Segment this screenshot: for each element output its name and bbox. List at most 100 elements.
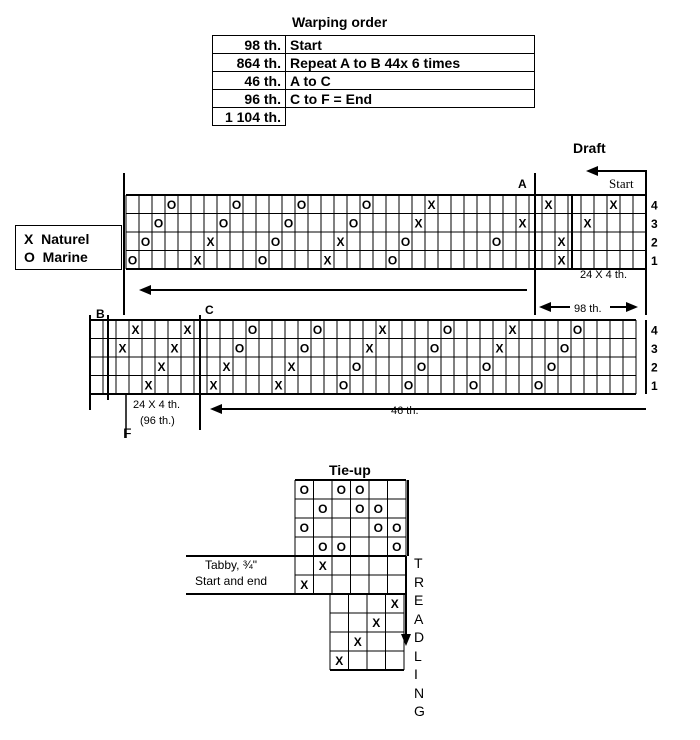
threading-cell: O <box>388 253 397 267</box>
threading-cell: X <box>414 216 422 230</box>
tabby-sublabel: Start and end <box>195 574 268 588</box>
tieup-cell: O <box>300 483 309 497</box>
threading-cell: X <box>274 378 282 392</box>
threading-cell: O <box>417 360 426 374</box>
treadle-cell: X <box>354 635 362 649</box>
tieup-cell: O <box>355 483 364 497</box>
threading-cell: O <box>284 216 293 230</box>
color-legend: X Naturel O Marine <box>15 225 122 270</box>
legend-symbol: X <box>24 231 34 247</box>
treadling-letter: L <box>414 647 422 664</box>
top-98-right-arrow-head <box>626 302 638 312</box>
table-row: 46 th. A to C <box>212 71 535 90</box>
legend-label: Naturel <box>41 231 90 247</box>
threading-cell: O <box>492 235 501 249</box>
tieup-cell: O <box>392 521 401 535</box>
warp-instruction: A to C <box>285 71 535 90</box>
threading-cell: O <box>547 360 556 374</box>
threading-cell: O <box>352 360 361 374</box>
treadling-letter: E <box>414 592 424 608</box>
threading-cell: X <box>209 378 217 392</box>
threading-cell: X <box>336 235 344 249</box>
threading-cell: O <box>271 235 280 249</box>
warping-order-title: Warping order <box>292 14 388 30</box>
threading-cell: O <box>482 360 491 374</box>
threading-cell: X <box>131 323 139 337</box>
shaft-number: 2 <box>651 235 658 249</box>
threading-cell: O <box>232 198 241 212</box>
warping-order-table: 98 th. Start 864 th. Repeat A to B 44x 6… <box>212 35 535 126</box>
tieup-cell: O <box>318 502 327 516</box>
shaft-number: 1 <box>651 254 658 268</box>
bottom-repeat-sublabel: (96 th.) <box>140 415 175 427</box>
shaft-number: 2 <box>651 360 658 374</box>
tieup-cell: O <box>300 521 309 535</box>
threading-cell: O <box>219 216 228 230</box>
legend-label: Marine <box>42 249 88 265</box>
threading-cell: X <box>144 378 152 392</box>
threading-cell: X <box>206 235 214 249</box>
tieup-cell: O <box>355 502 364 516</box>
threading-cell: O <box>154 216 163 230</box>
threading-cell: O <box>534 378 543 392</box>
threading-cell: O <box>128 253 137 267</box>
treadling-letter: R <box>414 573 425 590</box>
threading-cell: X <box>518 216 526 230</box>
legend-item: X Naturel <box>24 231 89 247</box>
tieup-title: Tie-up <box>329 462 371 478</box>
shaft-number: 3 <box>651 342 658 356</box>
marker-c: C <box>205 303 214 317</box>
top-direction-arrow-head <box>139 285 151 295</box>
bottom-repeat-label: 24 X 4 th. <box>133 399 181 411</box>
threading-cell: O <box>401 235 410 249</box>
marker-a: A <box>518 177 527 191</box>
treadling-letter: D <box>414 629 425 645</box>
total-thread-count: 1 104 th. <box>212 107 286 126</box>
tabby-cell: X <box>319 559 327 573</box>
treadle-cell: X <box>372 616 380 630</box>
threading-cell: X <box>222 360 230 374</box>
treadling-letter: G <box>414 703 425 719</box>
threading-cell: X <box>365 341 373 355</box>
tabby-cell: X <box>300 578 308 592</box>
treadling-letter: T <box>414 555 423 571</box>
top-repeat-label: 24 X 4 th. <box>580 269 628 281</box>
treadling-letter: A <box>414 610 424 627</box>
threading-cell: O <box>235 341 244 355</box>
tieup-cell: O <box>374 521 383 535</box>
table-row: 98 th. Start <box>212 35 535 54</box>
start-arrow-head <box>586 166 598 176</box>
treadling-letter: N <box>414 684 425 701</box>
threading-cell: O <box>404 378 413 392</box>
threading-cell: X <box>583 216 591 230</box>
threading-cell: O <box>248 323 257 337</box>
diagram-lines <box>89 166 647 671</box>
treadle-cell: X <box>335 654 343 668</box>
thread-count: 864 th. <box>212 53 286 72</box>
legend-symbol: O <box>24 249 35 265</box>
threading-cell: X <box>508 323 516 337</box>
threading-cell: O <box>443 323 452 337</box>
threading-cell: X <box>287 360 295 374</box>
draft-title: Draft <box>573 140 606 156</box>
threading-cell: X <box>378 323 386 337</box>
start-label: Start <box>609 176 634 191</box>
threading-cell: X <box>118 341 126 355</box>
marker-f: F <box>123 425 132 441</box>
threading-cell: X <box>557 253 565 267</box>
threading-cell: X <box>557 235 565 249</box>
threading-cell: O <box>339 378 348 392</box>
threading-cell: X <box>183 323 191 337</box>
threading-cell: O <box>297 198 306 212</box>
threading-cell: O <box>469 378 478 392</box>
threading-cell: O <box>349 216 358 230</box>
threading-cell: X <box>157 360 165 374</box>
top-98-label: 98 th. <box>574 303 602 315</box>
threading-cell: X <box>170 341 178 355</box>
threading-cell: X <box>323 253 331 267</box>
threading-cell: X <box>427 198 435 212</box>
threading-cell: X <box>495 341 503 355</box>
top-98-left-arrow-head <box>539 302 551 312</box>
bottom-46-arrow-head <box>210 404 222 414</box>
